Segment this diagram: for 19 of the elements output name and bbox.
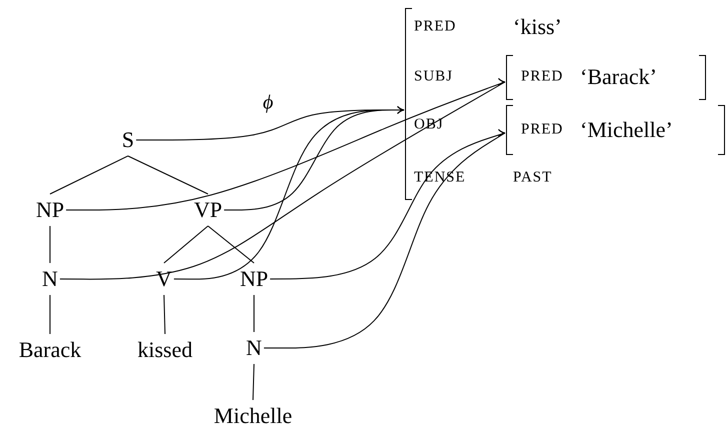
- feature-structure: [506, 105, 725, 155]
- attribute-value: PAST: [513, 170, 552, 186]
- category-label: N: [40, 263, 60, 295]
- category-label: N: [244, 332, 264, 364]
- attribute-value: ‘kiss’: [513, 14, 562, 40]
- tree-branch: [252, 364, 254, 400]
- tree-branch: [164, 294, 166, 334]
- feature-structure: [506, 55, 706, 100]
- feature-structure: [405, 8, 726, 200]
- attribute-name: SUBJ: [414, 68, 454, 86]
- attribute-name: PRED: [414, 18, 456, 36]
- attribute-name: PRED: [521, 68, 564, 86]
- attribute-value: ‘Michelle’: [580, 117, 673, 143]
- category-label: NP: [34, 194, 66, 226]
- attribute-value: ‘Barack’: [580, 64, 657, 90]
- word-label: Michelle: [212, 400, 294, 430]
- attribute-name: PRED: [521, 122, 564, 138]
- word-label: Barack: [16, 334, 84, 366]
- word-label: kissed: [136, 334, 194, 366]
